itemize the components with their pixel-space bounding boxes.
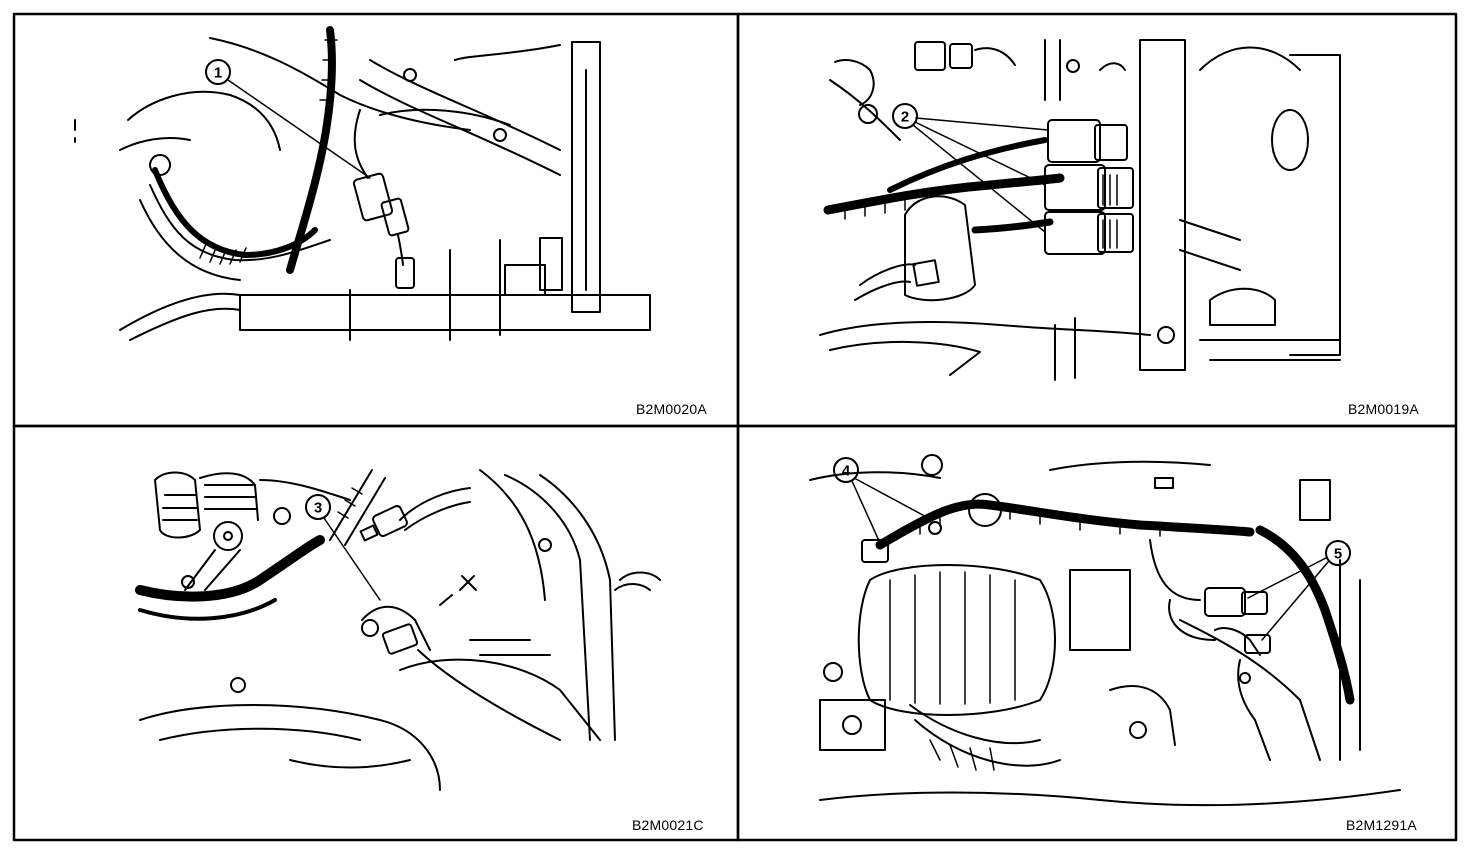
illustration-bottom-left	[135, 469, 661, 791]
callout-circle-1	[205, 59, 231, 85]
panel-frame-top-left	[12, 12, 740, 428]
figure-code-top-left: B2M0020A	[636, 401, 707, 417]
callout-circle-5	[1325, 540, 1351, 566]
callout-label-1: 1	[214, 65, 222, 82]
callout-label-2: 2	[901, 109, 909, 126]
callout-label-3: 3	[314, 500, 322, 517]
figure-code-bottom-right: B2M1291A	[1346, 817, 1417, 833]
panel-frame-bottom-right	[736, 424, 1458, 842]
illustration-top-right	[819, 39, 1341, 381]
callout-circle-2	[892, 103, 918, 129]
callout-circle-4	[833, 457, 859, 483]
figure-code-bottom-left: B2M0021C	[632, 817, 704, 833]
callout-circle-3	[305, 494, 331, 520]
figure-code-top-right: B2M0019A	[1348, 401, 1419, 417]
illustration-bottom-right	[809, 454, 1401, 807]
callout-label-5: 5	[1334, 546, 1342, 563]
callout-numbers: 1 2 3 4 5	[214, 65, 1342, 563]
illustration-top-left	[74, 26, 651, 341]
panel-frames	[12, 12, 1458, 842]
callout-label-4: 4	[842, 463, 851, 480]
